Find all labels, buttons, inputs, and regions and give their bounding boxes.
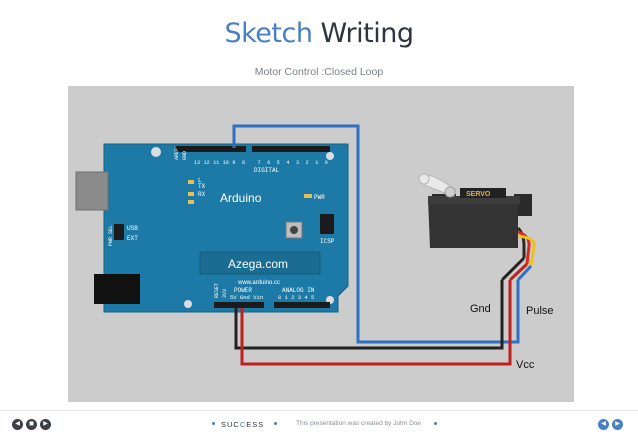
digital-pin-label: 13 [194,160,200,166]
slide-subtitle: Motor Control :Closed Loop [254,66,384,78]
digital-pin-label: 2 [306,160,309,166]
pwr-sel-label: PWR SEL [108,225,114,246]
title-rest: Writing [312,18,414,49]
digital-pin-label: 6 [267,160,270,166]
digital-header-right [252,146,330,152]
servo-motor: SERVO [418,173,536,267]
board-url: www.arduino.cc [237,280,280,286]
wires [232,124,533,366]
icsp-label: ICSP [320,238,335,245]
power-select-jumper [114,224,124,240]
footer-brand-a: SUC [221,420,240,429]
digital-pin-label: 11 [213,160,219,166]
nav-next-button[interactable]: ▶ [40,419,51,430]
power-label: POWER [234,287,252,294]
footer-brand: SUCCESS [221,420,264,429]
digital-pin-label: 0 [325,160,328,166]
title-accent: Sketch [224,18,313,49]
nav-prev-button[interactable]: ◀ [12,419,23,430]
ground-wire [234,280,504,350]
digital-pin-label: 9 [232,160,235,166]
digital-pin-label: 10 [223,160,229,166]
footer-brand-b: C [239,420,247,429]
digital-pin-label: 4 [286,160,289,166]
digital-pin-label: 12 [204,160,210,166]
slide-title: Sketch Writing [0,18,638,49]
board-name: Arduino [220,191,262,205]
power-header [214,302,264,308]
rx-label: RX [198,191,206,198]
analog-in-label: ANALOG IN [282,287,315,294]
analog-header [274,302,330,308]
v33-label: 3V3 [222,289,228,298]
usb-connector [75,171,109,211]
gnd-wire-label: Gnd [470,303,491,315]
nav-home-button[interactable]: ◼ [26,419,37,430]
board-site: Azega.com [228,257,288,271]
nav-next-slide-button[interactable]: ▶ [612,419,623,430]
slide-footer: ◀ ◼ ▶ SUCCESS This presentation was crea… [0,410,638,443]
footer-bullet-right [434,422,437,425]
aref-label: AREF [174,148,180,160]
usb-label: USB [127,225,138,232]
footer-bullet-mid [274,422,277,425]
footer-bullet-left [212,422,215,425]
digital-pin-label: 3 [296,160,299,166]
servo-label: SERVO [466,191,491,198]
digital-pin-label: 8 [242,160,245,166]
digital-label: DIGITAL [254,167,280,174]
l-label: L [198,177,202,184]
microcontroller-chip [199,251,321,275]
arduino-board: Arduino Azega.com www.arduino.cc DIGITAL… [75,143,349,313]
power-wire [240,280,512,366]
analog-pins-label: 0 1 2 3 4 5 [278,294,314,301]
power-pins-label: 5V Gnd Vin [230,294,263,301]
pwr-led-label: PWR [314,194,325,201]
wiring-diagram: Arduino Azega.com www.arduino.cc DIGITAL… [75,124,554,371]
digital-pin-label: 7 [258,160,261,166]
reset-label: RESET [214,283,220,298]
gnd-label: GND [182,151,188,160]
servo-label-plate [460,188,506,198]
digital-pin-label: 1 [315,160,318,166]
nav-prev-slide-button[interactable]: ◀ [598,419,609,430]
footer-brand-c: ESS [246,420,265,429]
signal-wire [232,124,520,344]
ext-label: EXT [127,235,138,242]
diagram-panel: Arduino Azega.com www.arduino.cc DIGITAL… [68,86,574,402]
pulse-wire-label: Pulse [526,305,554,317]
footer-note: This presentation was created by John Do… [296,420,422,427]
vcc-wire-label: Vcc [516,359,535,371]
digital-header-left [176,146,246,152]
power-jack [94,274,140,304]
tx-label: TX [198,183,206,190]
digital-pin-label: 5 [277,160,280,166]
icsp-header [320,214,334,234]
